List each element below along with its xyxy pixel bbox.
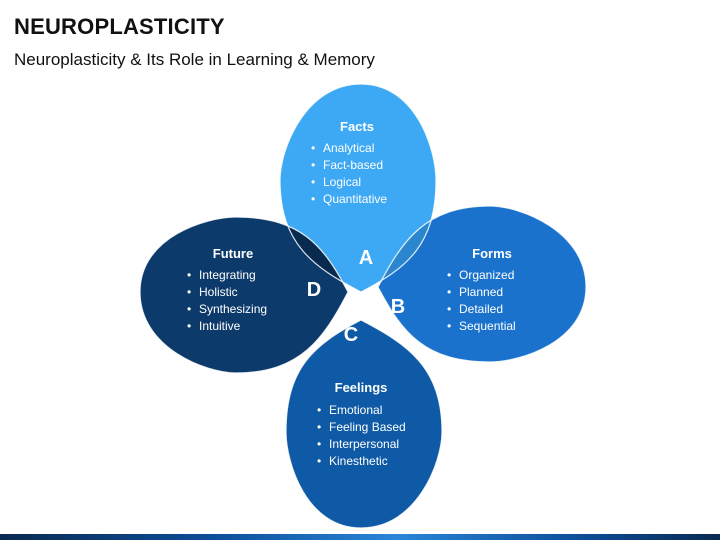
facts-bullet: •: [311, 158, 315, 172]
forms-bullet: •: [447, 285, 451, 299]
feelings-bullet: •: [317, 454, 321, 468]
future-title: Future: [213, 246, 253, 261]
forms-content: Forms • Organized • Planned • Detailed •…: [447, 246, 516, 333]
feelings-bullet: •: [317, 437, 321, 451]
forms-item: Organized: [459, 268, 514, 282]
facts-item: Logical: [323, 175, 361, 189]
page-title: NEUROPLASTICITY: [14, 14, 225, 39]
feelings-item: Kinesthetic: [329, 454, 388, 468]
future-item: Synthesizing: [199, 302, 267, 316]
forms-item: Detailed: [459, 302, 503, 316]
feelings-item: Emotional: [329, 403, 382, 417]
future-bullet: •: [187, 268, 191, 282]
footer-bar: [0, 534, 720, 540]
feelings-bullet: •: [317, 403, 321, 417]
forms-item: Planned: [459, 285, 503, 299]
future-item: Integrating: [199, 268, 256, 282]
future-bullet: •: [187, 302, 191, 316]
forms-bullet: •: [447, 268, 451, 282]
future-item: Holistic: [199, 285, 238, 299]
facts-content: Facts • Analytical • Fact-based • Logica…: [311, 119, 387, 206]
forms-bullet: •: [447, 319, 451, 333]
letter-b: B: [391, 296, 405, 318]
letter-a: A: [359, 247, 373, 269]
future-bullet: •: [187, 319, 191, 333]
facts-item: Analytical: [323, 141, 374, 155]
feelings-title: Feelings: [335, 380, 388, 395]
feelings-item: Feeling Based: [329, 420, 406, 434]
facts-bullet: •: [311, 175, 315, 189]
forms-title: Forms: [472, 246, 512, 261]
letter-c: C: [344, 324, 358, 346]
facts-bullet: •: [311, 192, 315, 206]
feelings-content: Feelings • Emotional • Feeling Based • I…: [317, 380, 406, 468]
feelings-bullet: •: [317, 420, 321, 434]
page-subtitle: Neuroplasticity & Its Role in Learning &…: [14, 50, 375, 69]
future-content: Future • Integrating • Holistic • Synthe…: [187, 246, 267, 333]
facts-bullet: •: [311, 141, 315, 155]
forms-item: Sequential: [459, 319, 516, 333]
future-bullet: •: [187, 285, 191, 299]
facts-item: Fact-based: [323, 158, 383, 172]
feelings-item: Interpersonal: [329, 437, 399, 451]
facts-title: Facts: [340, 119, 374, 134]
facts-item: Quantitative: [323, 192, 387, 206]
future-item: Intuitive: [199, 319, 241, 333]
forms-bullet: •: [447, 302, 451, 316]
letter-d: D: [307, 279, 321, 301]
